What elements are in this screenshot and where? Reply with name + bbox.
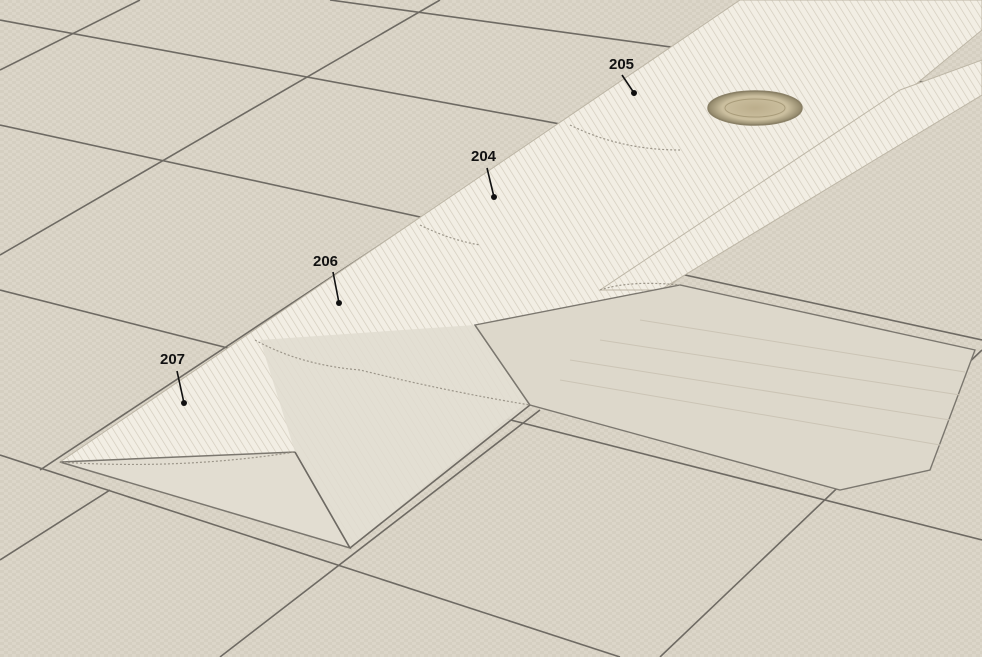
seam-wavy-edges [59, 124, 681, 466]
upper-strip-branch [598, 59, 982, 291]
callout-label-204: 204 [471, 148, 497, 165]
callout-label-205: 205 [609, 56, 634, 73]
callout-leaders [176, 74, 635, 404]
callout-dots [181, 90, 637, 406]
sheet-texture [559, 319, 966, 446]
cover-sheet-middle [260, 325, 530, 548]
floor-drain-icon [707, 90, 803, 126]
callout-label-206: 206 [313, 253, 338, 270]
callout-label-207: 207 [160, 351, 185, 368]
